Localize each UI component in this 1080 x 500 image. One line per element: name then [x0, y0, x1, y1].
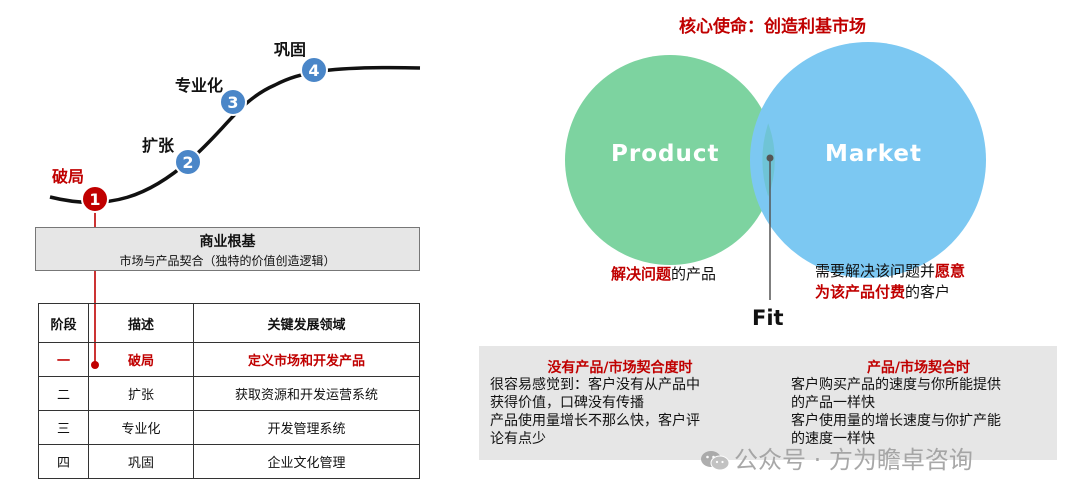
cell-area: 定义市场和开发产品: [193, 342, 420, 377]
fit-line: 客户购买产品的速度与你所能提供: [791, 377, 1001, 393]
foundation-box: 商业根基 市场与产品契合（独特的价值创造逻辑）: [35, 227, 420, 271]
cell-area: 开发管理系统: [193, 410, 420, 445]
stage-marker-4: 4: [300, 56, 328, 84]
fit-text: 客户购买产品的速度与你所能提供 的产品一样快 客户使用量的增长速度与你扩产能 的…: [791, 376, 1051, 448]
stage-label-1: 破局: [52, 167, 85, 186]
fit-line: 的产品一样快: [791, 395, 875, 411]
table-header-row: 阶段 描述 关键发展领域: [38, 303, 420, 343]
cell-stage: 一: [38, 342, 89, 377]
product-caption-rest: 的产品: [671, 265, 717, 283]
stage-number-3: 3: [227, 93, 238, 112]
watermark: 公众号 · 方为瞻卓咨询: [700, 440, 973, 475]
market-circle: [750, 42, 986, 278]
foundation-title: 商业根基: [199, 234, 256, 250]
table-row: 二 扩张 获取资源和开发运营系统: [38, 376, 420, 411]
market-caption-line2-red: 为该产品付费: [815, 283, 906, 301]
market-caption-line2: 的客户: [905, 283, 951, 301]
s-curve: [49, 65, 421, 205]
header-area: 关键发展领域: [193, 303, 420, 343]
cell-stage: 四: [38, 444, 89, 479]
stage-marker-3: 3: [219, 88, 247, 116]
stage-label-2: 扩张: [142, 136, 175, 155]
no-fit-line: 很容易感觉到：客户没有从产品中: [490, 377, 700, 393]
market-label: Market: [825, 141, 923, 167]
watermark-text: 公众号 · 方为瞻卓咨询: [734, 446, 973, 474]
no-fit-title: 没有产品/市场契合度时: [547, 360, 693, 376]
market-caption-line1: 需要解决该问题并: [815, 262, 936, 280]
header-desc: 描述: [88, 303, 194, 343]
cell-desc: 扩张: [88, 376, 194, 411]
cell-area: 企业文化管理: [193, 444, 420, 479]
product-caption-red: 解决问题: [611, 265, 672, 283]
no-fit-line: 产品使用量增长不那么快，客户评: [490, 413, 700, 429]
fit-line: 客户使用量的增长速度与你扩产能: [791, 413, 1001, 429]
fit-line: 的速度一样快: [791, 431, 875, 447]
market-caption-line1-red: 愿意: [935, 262, 966, 280]
stage-marker-1: 1: [81, 185, 109, 213]
stage-number-1: 1: [89, 190, 100, 209]
cell-desc: 巩固: [88, 444, 194, 479]
mission-title: 核心使命：创造利基市场: [679, 17, 866, 37]
cell-area: 获取资源和开发运营系统: [193, 376, 420, 411]
venn-diagram: [565, 42, 986, 300]
product-label: Product: [611, 141, 720, 167]
fit-title: 产品/市场契合时: [866, 360, 971, 376]
stage-table: 阶段 描述 关键发展领域 一 破局 定义市场和开发产品 二 扩张 获取资源和开发…: [38, 303, 420, 479]
no-fit-line: 论有点少: [490, 431, 546, 447]
stage-marker-2: 2: [174, 148, 202, 176]
table-row: 四 巩固 企业文化管理: [38, 444, 420, 479]
wechat-icon: [701, 451, 730, 471]
cell-desc: 专业化: [88, 410, 194, 445]
market-caption: 需要解决该问题并愿意 为该产品付费的客户: [815, 261, 965, 303]
stage-number-2: 2: [182, 153, 193, 172]
cell-stage: 二: [38, 376, 89, 411]
product-circle: [565, 55, 775, 265]
cell-desc: 破局: [88, 342, 194, 377]
cell-stage: 三: [38, 410, 89, 445]
fit-label: Fit: [752, 306, 784, 330]
stage-label-4: 巩固: [274, 40, 307, 59]
product-caption: 解决问题的产品: [611, 264, 716, 285]
no-fit-text: 很容易感觉到：客户没有从产品中 获得价值，口碑没有传播 产品使用量增长不那么快，…: [490, 376, 765, 448]
no-fit-line: 获得价值，口碑没有传播: [490, 395, 644, 411]
header-stage: 阶段: [38, 303, 89, 343]
comparison-box: [479, 346, 1057, 460]
table-row: 一 破局 定义市场和开发产品: [38, 342, 420, 377]
stage-label-3: 专业化: [175, 76, 224, 95]
fit-pointer-dot: [766, 154, 774, 162]
table-row: 三 专业化 开发管理系统: [38, 410, 420, 445]
foundation-subtitle: 市场与产品契合（独特的价值创造逻辑）: [119, 254, 336, 268]
stage-number-4: 4: [308, 61, 319, 80]
